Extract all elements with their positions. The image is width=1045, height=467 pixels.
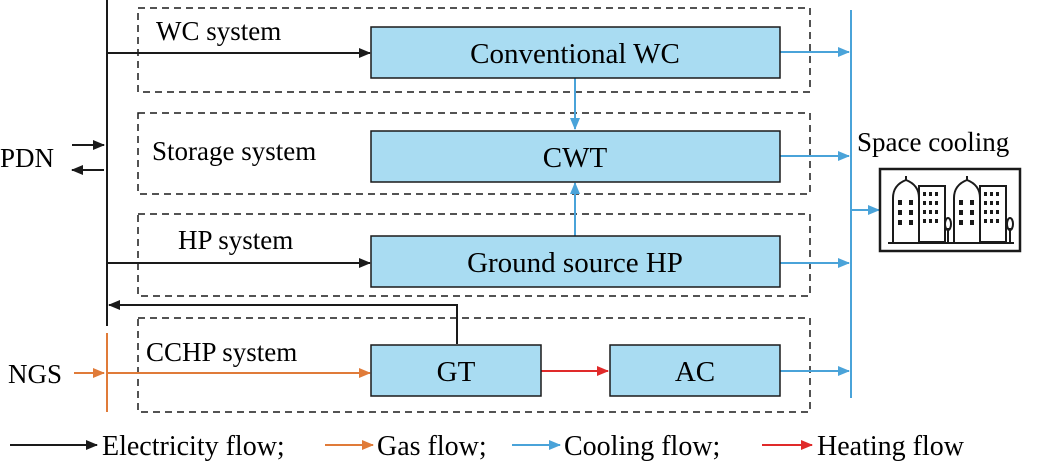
ac-box <box>609 344 781 397</box>
legend: Electricity flow; Gas flow; Cooling flow… <box>10 431 965 462</box>
ac-label: AC <box>675 356 715 388</box>
conventional-wc-label: Conventional WC <box>470 38 680 70</box>
gt-electricity-return-line <box>108 300 458 344</box>
cchp-system-container <box>137 317 811 413</box>
cchp-system-label: CCHP system <box>146 337 297 367</box>
storage-system-container <box>137 112 811 195</box>
component-boxes <box>370 26 781 397</box>
cwt-label: CWT <box>543 142 608 174</box>
wc-system-container <box>137 7 811 93</box>
space-cooling-label: Space cooling <box>857 127 1009 157</box>
buildings-icon <box>878 167 1022 253</box>
gt-box <box>370 344 542 397</box>
conventional-wc-box <box>370 26 781 79</box>
ngs-label: NGS <box>8 359 62 389</box>
legend-heating-label: Heating flow <box>817 431 965 462</box>
electricity-lines <box>71 0 458 344</box>
pdn-label: PDN <box>0 143 54 173</box>
storage-system-label: Storage system <box>152 136 316 166</box>
cwt-box <box>370 130 781 183</box>
wc-system-label: WC system <box>156 16 281 46</box>
legend-cooling-label: Cooling flow; <box>564 431 720 462</box>
hp-system-container <box>137 213 811 297</box>
cooling-lines <box>570 10 880 398</box>
legend-gas-label: Gas flow; <box>377 431 487 462</box>
hp-system-label: HP system <box>178 225 293 255</box>
legend-electricity-label: Electricity flow; <box>102 431 285 462</box>
gt-label: GT <box>437 356 476 388</box>
ground-source-hp-label: Ground source HP <box>467 247 683 279</box>
gas-lines <box>74 333 371 412</box>
ground-source-hp-box <box>370 235 781 288</box>
system-containers <box>137 7 811 413</box>
